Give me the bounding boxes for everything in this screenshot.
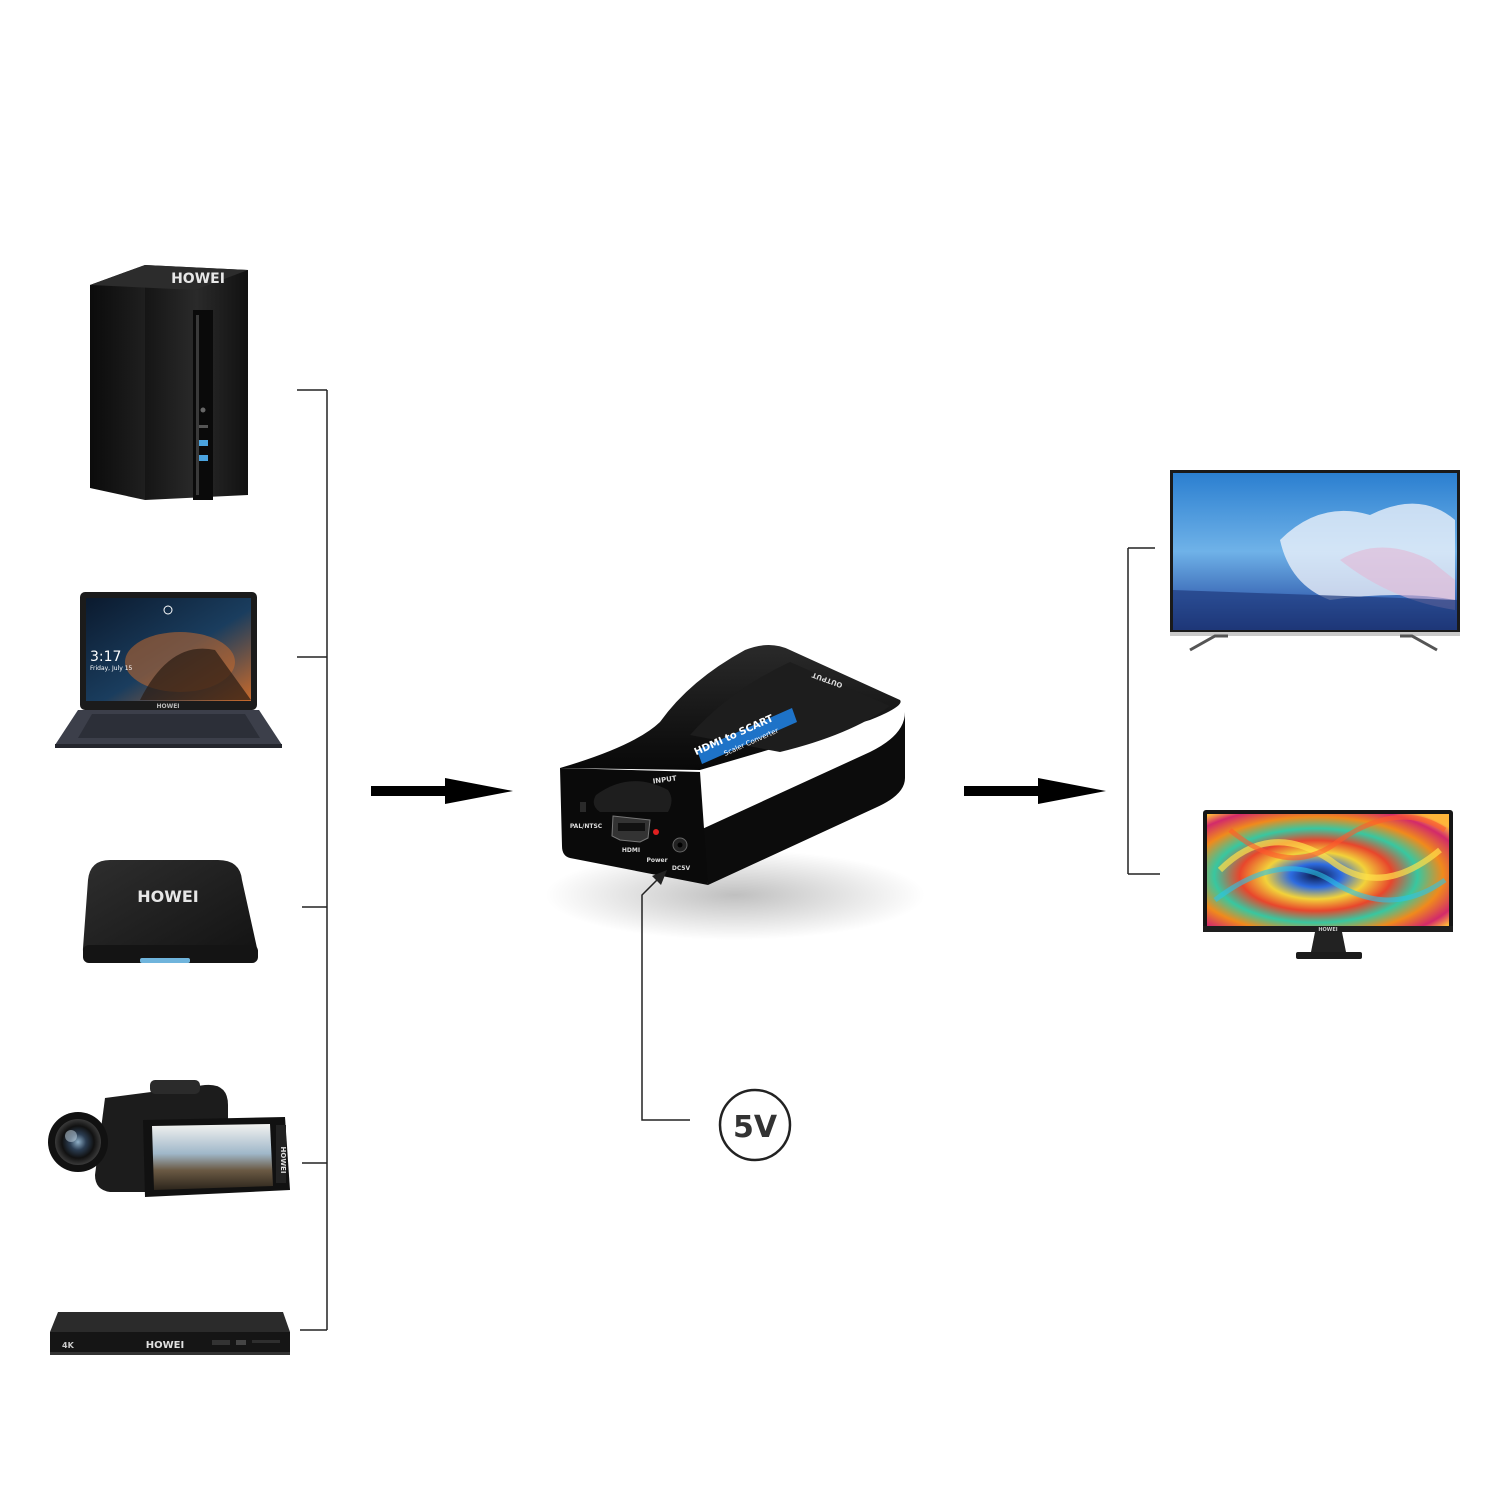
tv-box-icon: HOWEI xyxy=(82,860,258,963)
dc-label: DC5V xyxy=(672,865,691,872)
output-arrow-icon xyxy=(964,778,1106,804)
power-connector-line xyxy=(641,870,690,1121)
hdmi-port-label: HDMI xyxy=(622,847,640,854)
camcorder-icon: HOWEI xyxy=(48,1080,290,1197)
power-label: Power xyxy=(646,857,667,864)
monitor-icon: HOWEI xyxy=(1203,810,1453,959)
laptop-icon: 3:17 Friday, July 15 HOWEI xyxy=(55,592,282,748)
display-bracket xyxy=(1127,547,1160,875)
bluray-player-icon: 4K HOWEI xyxy=(50,1312,290,1355)
input-arrow-icon xyxy=(371,778,513,804)
tv-icon xyxy=(1170,470,1460,652)
monitor-brand-label: HOWEI xyxy=(1318,927,1337,933)
player-brand-label: HOWEI xyxy=(146,1340,184,1351)
hdmi-scart-converter: HDMI to SCART Scaler Converter OUTPUT IN… xyxy=(545,645,925,940)
converter-input-label: INPUT xyxy=(652,774,677,785)
laptop-brand-label: HOWEI xyxy=(156,703,179,710)
pal-ntsc-switch xyxy=(580,802,586,812)
player-4k-badge: 4K xyxy=(62,1341,75,1350)
laptop-date: Friday, July 15 xyxy=(90,665,133,672)
tvbox-brand-label: HOWEI xyxy=(137,887,199,906)
power-5v-label: 5V xyxy=(733,1110,778,1145)
pc-tower-icon: HOWEI xyxy=(90,265,248,500)
pc-brand-label: HOWEI xyxy=(171,271,225,287)
power-5v-badge: 5V xyxy=(718,1088,792,1162)
power-led-icon xyxy=(653,829,659,835)
source-bracket xyxy=(297,389,328,1331)
camcorder-brand-label: HOWEI xyxy=(279,1147,287,1174)
switch-label: PAL/NTSC xyxy=(570,823,603,830)
laptop-clock: 3:17 xyxy=(90,649,121,665)
